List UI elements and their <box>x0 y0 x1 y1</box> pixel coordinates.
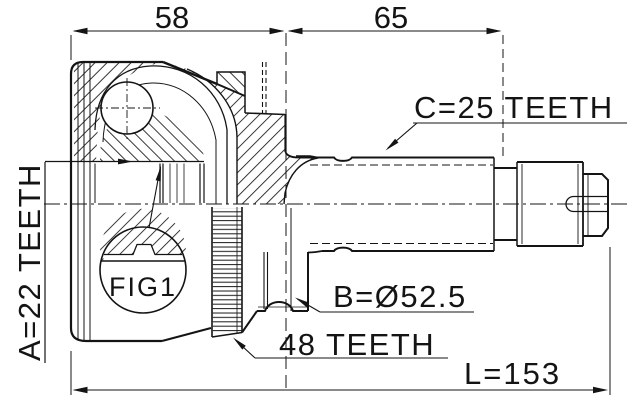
label-inner-spline: A=22 TEETH <box>12 158 204 363</box>
outer-spline-arrow <box>385 138 399 151</box>
fig1-label: FIG1 <box>109 272 177 302</box>
label-abs-ring: 48 TEETH <box>233 327 448 362</box>
label-outer-spline: C=25 TEETH <box>385 90 627 151</box>
outer-race-section <box>69 60 319 343</box>
abs-tone-ring <box>211 62 267 338</box>
body-diameter-label: B=Ø52.5 <box>333 279 467 314</box>
inner-spline-arrow <box>118 158 133 165</box>
inner-spline-label: A=22 TEETH <box>12 163 47 361</box>
output-shaft <box>296 155 609 254</box>
dim-65-label: 65 <box>374 0 408 35</box>
dim-58-label: 58 <box>155 0 189 35</box>
dimension-58: 58 <box>70 0 285 60</box>
fig1-leader-arrow <box>155 166 161 182</box>
body-diameter-arrow <box>295 297 310 308</box>
abs-ring-label: 48 TEETH <box>279 327 435 362</box>
label-body-diameter: B=Ø52.5 <box>295 279 474 314</box>
construction-lines <box>44 33 627 390</box>
abs-ring-arrow <box>233 337 246 350</box>
spline-tooth-profile <box>104 243 182 256</box>
dimension-length: L=153 <box>70 247 611 395</box>
outer-spline-label: C=25 TEETH <box>414 90 614 125</box>
dimension-65: 65 <box>287 0 502 35</box>
fig1-detail: FIG1 <box>99 166 187 314</box>
dim-length-label: L=153 <box>464 356 561 391</box>
